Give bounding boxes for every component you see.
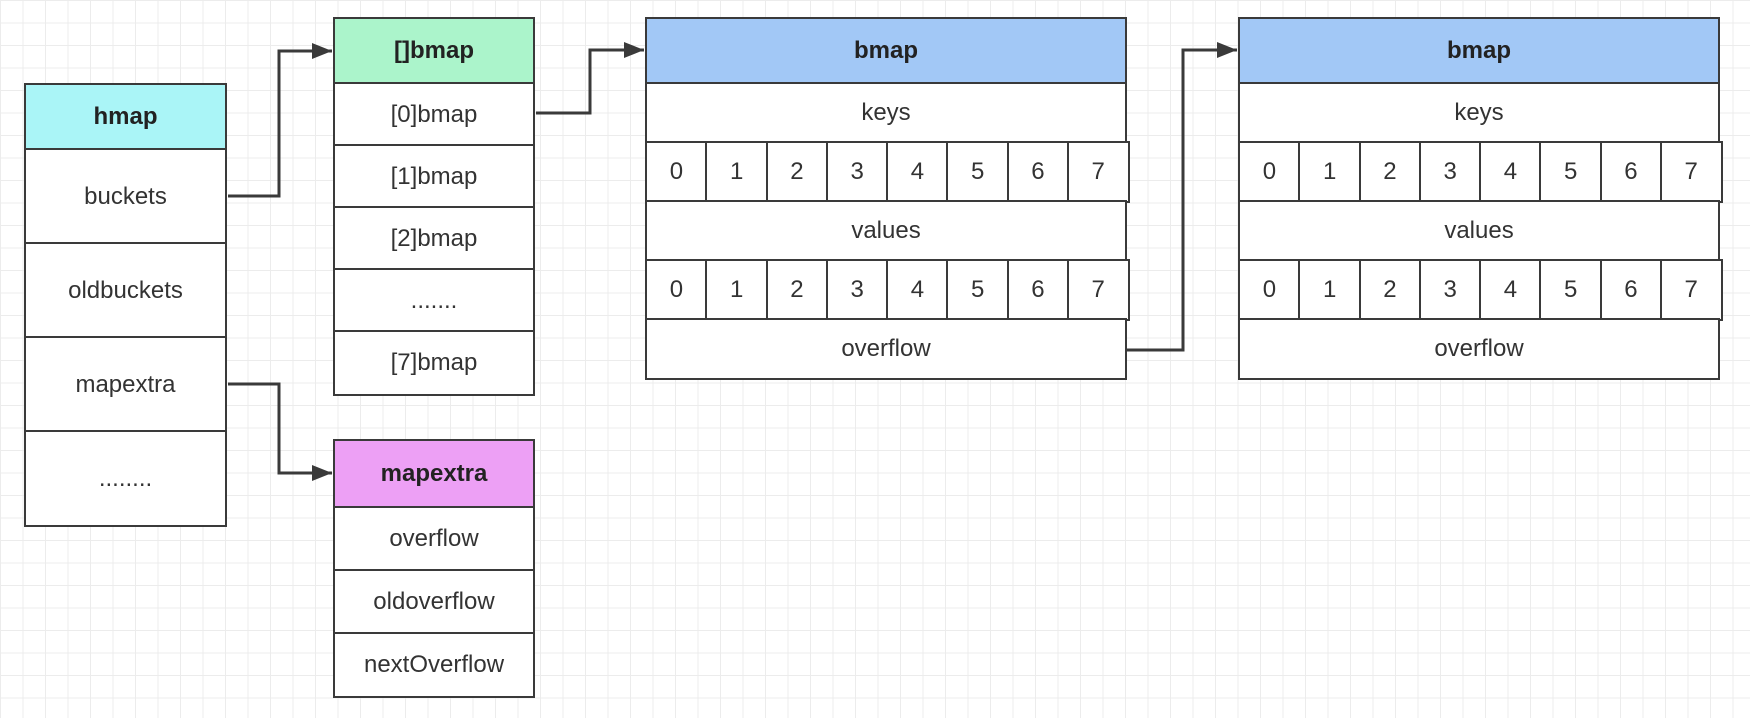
bucket-array-item-1: [1]bmap — [333, 144, 535, 209]
bmap-keys-label: keys — [1238, 82, 1720, 144]
bmap-key-slot: 7 — [1659, 141, 1723, 203]
bmap-key-slot: 5 — [1539, 141, 1602, 203]
bmap-value-slot: 3 — [825, 259, 889, 321]
arrow-overflow-to-next-bmap — [1127, 42, 1237, 352]
bucket-array-item-0: [0]bmap — [333, 82, 535, 147]
mapextra-field-nextoverflow: nextOverflow — [333, 632, 535, 698]
arrow-buckets-to-bucket-array — [228, 43, 332, 198]
bucket-array-item-2: [2]bmap — [333, 206, 535, 271]
bmap-overflow-field: overflow — [1238, 318, 1720, 380]
bmap-values-label: values — [645, 200, 1127, 262]
bucket-array-item-7: [7]bmap — [333, 330, 535, 396]
mapextra-field-oldoverflow: oldoverflow — [333, 569, 535, 635]
bmap-key-slot: 3 — [1418, 141, 1482, 203]
bmap-value-slot: 0 — [1238, 259, 1301, 321]
bmap-value-slot: 4 — [886, 259, 949, 321]
bmap-value-slot: 4 — [1479, 259, 1542, 321]
arrow-bucket0-to-bmap — [536, 42, 644, 115]
bmap-header: bmap — [1238, 17, 1720, 85]
hmap-field-mapextra: mapextra — [24, 336, 227, 433]
bmap-header: bmap — [645, 17, 1127, 85]
bucket-array-item-ellipsis: ....... — [333, 268, 535, 333]
arrow-mapextra-to-mapextra-struct — [228, 382, 332, 481]
hmap-header: hmap — [24, 83, 227, 151]
bmap-value-slot: 0 — [645, 259, 708, 321]
bmap-overflow-field: overflow — [645, 318, 1127, 380]
bucket-array-header: []bmap — [333, 17, 535, 85]
bmap-value-slot: 1 — [1298, 259, 1361, 321]
bmap-key-slot: 7 — [1066, 141, 1130, 203]
bmap-value-slot: 2 — [1358, 259, 1422, 321]
mapextra-header: mapextra — [333, 439, 535, 509]
hmap-field-oldbuckets: oldbuckets — [24, 242, 227, 339]
hmap-field-ellipsis: ........ — [24, 430, 227, 527]
bmap-keys-label: keys — [645, 82, 1127, 144]
